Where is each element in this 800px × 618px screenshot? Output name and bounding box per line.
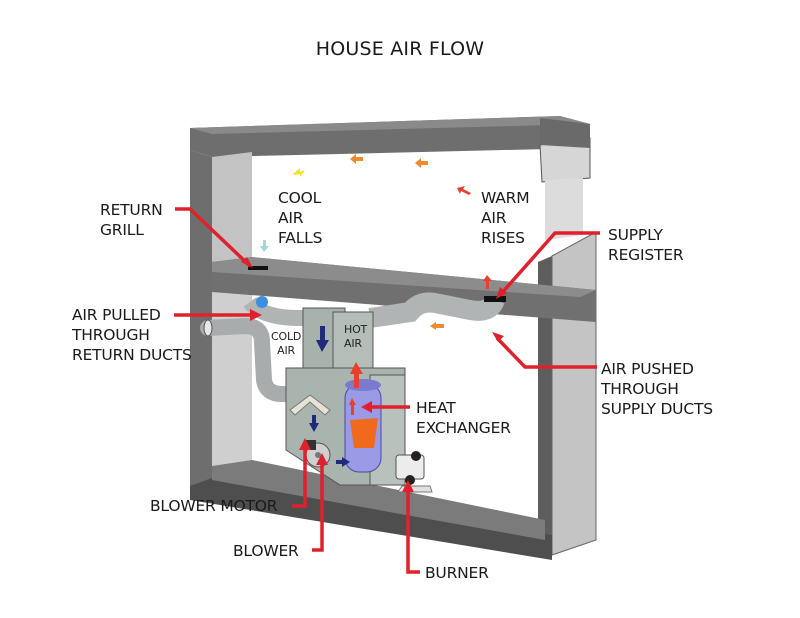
- supply-register: [484, 296, 506, 302]
- callout-supply-register: SUPPLY REGISTER: [608, 226, 684, 264]
- filter: [289, 394, 331, 416]
- label-hot-air: HOT AIR: [344, 323, 368, 350]
- ducts: [200, 292, 505, 402]
- exchanger-up-arrow: [349, 398, 356, 415]
- blower-out-arrow: [336, 457, 350, 467]
- callout-head-return-grill: [241, 257, 253, 268]
- burner-unit: [395, 451, 433, 493]
- callout-line-air-pushed: [495, 336, 597, 369]
- callout-blower: BLOWER: [233, 542, 299, 560]
- callout-line-supply-register: [498, 231, 600, 297]
- label-warm-air-rises: WARM AIR RISES: [481, 189, 530, 247]
- callout-line-burner: [406, 487, 420, 574]
- floor-slab: [190, 478, 552, 560]
- callout-line-blower-motor: [292, 445, 307, 508]
- cold-down-arrow: [316, 326, 329, 352]
- airflow-arrows: [260, 154, 492, 467]
- return-grill-blue: [256, 296, 268, 308]
- return-duct-opening: [203, 319, 213, 337]
- callout-head-burner: [402, 480, 414, 492]
- return-plenum-duct: [243, 296, 318, 326]
- supply-duct: [368, 292, 505, 328]
- callout-head-heat-exchanger: [361, 401, 372, 413]
- callout-air-pushed: AIR PUSHED THROUGH SUPPLY DUCTS: [601, 360, 713, 418]
- right-wall-light: [551, 231, 597, 556]
- right-wall-dark: [538, 256, 552, 557]
- left-wall-front: [190, 150, 212, 492]
- left-wall-inner: [212, 152, 252, 276]
- yellow-arrow: [292, 168, 305, 177]
- callout-head-air-pushed: [492, 332, 504, 342]
- return-grill: [248, 266, 268, 270]
- warm-arrow-1: [350, 154, 363, 164]
- callout-air-pulled: AIR PULLED THROUGH RETURN DUCTS: [72, 306, 192, 364]
- label-cold-air: COLD AIR: [271, 330, 302, 357]
- cool-down-arrow: [260, 240, 269, 252]
- callout-head-air-pulled: [250, 309, 262, 321]
- label-cool-air-falls: COOL AIR FALLS: [278, 189, 323, 247]
- warm-arrow-2: [415, 158, 428, 168]
- diagram-title: HOUSE AIR FLOW: [315, 38, 485, 60]
- callout-blower-motor: BLOWER MOTOR: [150, 497, 278, 515]
- callout-lines: [174, 207, 600, 574]
- callout-head-supply-register: [496, 287, 507, 299]
- flame: [350, 418, 378, 448]
- rise-arrow-register: [483, 275, 492, 289]
- rising-arrow-diag: [457, 186, 471, 195]
- callout-burner: BURNER: [425, 564, 489, 582]
- callout-heat-exchanger: HEAT EXCHANGER: [416, 399, 511, 437]
- floor-top: [212, 460, 545, 540]
- cold-down-arrow-2: [309, 415, 319, 432]
- callout-line-return-grill: [175, 207, 252, 268]
- blower-motor-box: [306, 440, 316, 450]
- supply-duct-arrow: [430, 322, 444, 330]
- callout-line-blower: [312, 460, 324, 552]
- callout-head-blower-motor: [299, 438, 311, 450]
- return-duct: [200, 317, 308, 402]
- hot-up-arrow: [350, 362, 363, 388]
- right-wall-upper: [545, 178, 583, 240]
- house-frame: [190, 116, 597, 560]
- callout-head-blower: [316, 453, 328, 465]
- callout-return-grill: RETURN GRILL: [100, 201, 163, 239]
